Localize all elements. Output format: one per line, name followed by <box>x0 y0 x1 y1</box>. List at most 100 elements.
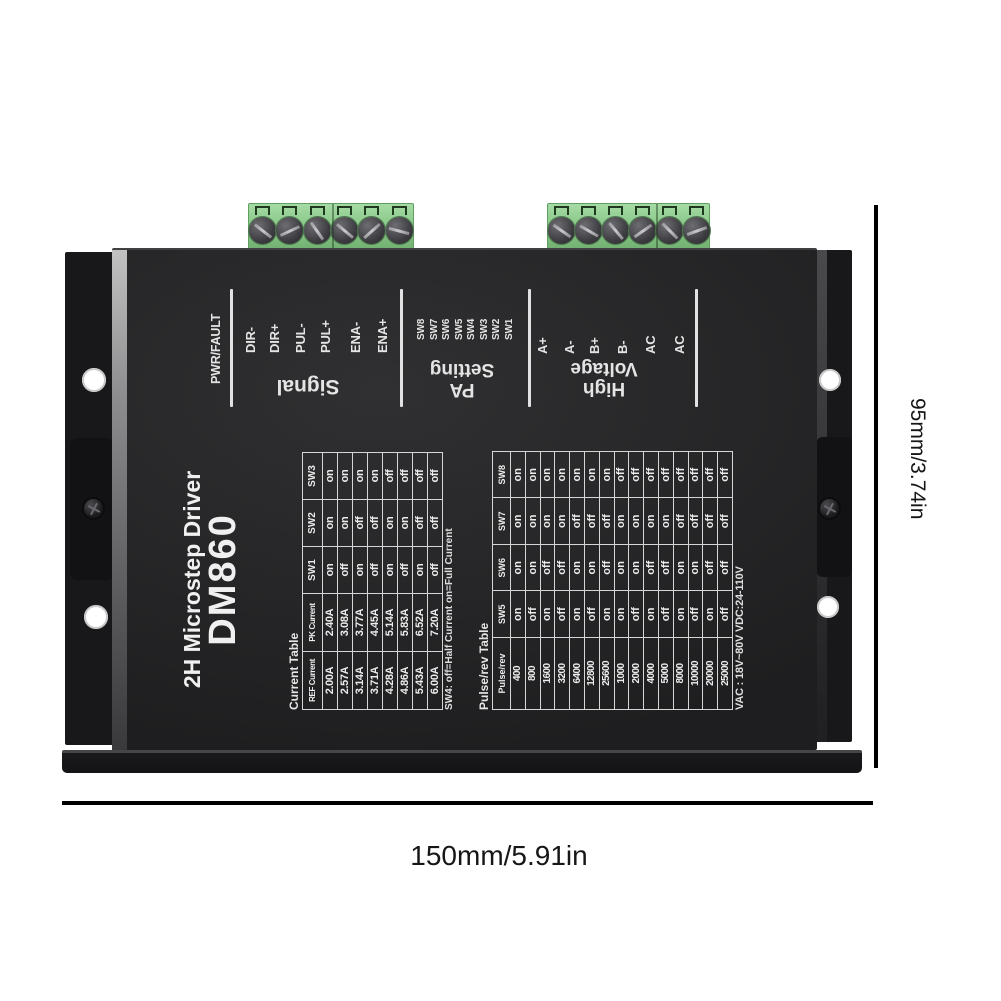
table-cell: on <box>540 498 555 545</box>
table-cell: 7.20A <box>427 593 443 652</box>
screw-slot <box>607 221 624 240</box>
terminal-position <box>656 204 683 248</box>
table-cell: on <box>322 499 338 547</box>
pin-label-ena: ENA+ <box>374 318 390 353</box>
pulse-rev-table-title: Pulse/rev Table <box>477 622 491 710</box>
table-cell: 2.40A <box>322 593 338 652</box>
table-cell: on <box>337 499 353 547</box>
table-cell: off <box>614 451 629 498</box>
table-cell: off <box>584 591 600 638</box>
table-cell: off <box>427 546 443 594</box>
mounting-hole-bottom-right <box>817 596 839 618</box>
table-cell: 4000 <box>643 637 659 710</box>
current-table-note: SW4: off=Half Current on=Full Current <box>444 528 455 710</box>
table-cell: on <box>643 591 659 638</box>
terminal-position <box>602 204 629 248</box>
product-title: 2H Microstep Driver <box>179 470 205 689</box>
table-cell: off <box>525 591 541 638</box>
table-cell: 20000 <box>702 637 718 710</box>
table-cell: on <box>628 544 644 591</box>
table-cell: 400 <box>510 637 526 710</box>
table-cell: off <box>367 546 383 594</box>
table-cell: on <box>367 452 383 500</box>
terminal-block-power <box>547 203 710 249</box>
table-cell: on <box>554 498 570 545</box>
wire-clamp-slot <box>581 206 596 215</box>
wire-clamp-slot <box>608 206 623 215</box>
section-divider <box>528 289 531 407</box>
pin-label-a: A+ <box>534 337 550 354</box>
case-edge-highlight <box>112 250 127 750</box>
screw-slot <box>552 223 571 238</box>
signal-section-title: Signal <box>276 375 340 398</box>
table-cell: 6.52A <box>412 593 428 652</box>
screw-slot <box>363 222 381 239</box>
wire-clamp-slot <box>337 206 353 215</box>
table-cell: off <box>643 544 659 591</box>
pin-label-dir: DIR+ <box>266 323 282 353</box>
table-cell: on <box>569 451 585 498</box>
wire-clamp-slot <box>554 206 569 215</box>
pin-label-sw3: SW3 <box>478 318 490 340</box>
table-cell: off <box>337 546 353 594</box>
mounting-hole-top-left <box>82 368 106 392</box>
voltage-rating-note: VAC : 18V~80V VDC:24-110V <box>733 566 746 710</box>
table-cell: off <box>717 591 733 638</box>
pa-setting-title-line1: PA <box>449 379 475 400</box>
table-cell: on <box>510 451 526 498</box>
table-cell: 3200 <box>554 637 570 710</box>
table-cell: on <box>614 591 629 638</box>
current-table-title: Current Table <box>287 632 301 710</box>
table-cell: 5000 <box>658 637 674 710</box>
pin-label-sw1: SW1 <box>503 318 515 340</box>
table-cell: 5.43A <box>412 651 428 710</box>
table-cell: 4.45A <box>367 593 383 652</box>
model-name-block: 2H Microstep Driver DM860 <box>179 457 244 702</box>
wire-clamp-slot <box>255 206 271 215</box>
table-cell: on <box>510 498 526 545</box>
terminal-position <box>358 204 386 248</box>
pin-label-sw2: SW2 <box>491 318 502 340</box>
table-header: SW8 <box>492 451 511 498</box>
mounting-hole-top-right <box>819 369 841 391</box>
pin-label-sw7: SW7 <box>428 318 440 340</box>
table-cell: off <box>382 452 398 500</box>
table-cell: 6.00A <box>427 651 443 710</box>
wire-clamp-slot <box>662 206 677 215</box>
pin-label-sw5: SW5 <box>453 318 465 340</box>
table-cell: on <box>614 498 629 545</box>
table-cell: on <box>540 591 555 638</box>
terminal-screw <box>656 217 683 244</box>
table-cell: 3.08A <box>337 593 353 652</box>
pin-label-b: B+ <box>586 337 602 354</box>
high-voltage-title-line2: Voltage <box>570 358 638 379</box>
table-cell: on <box>510 544 526 591</box>
table-cell: on <box>412 546 428 594</box>
terminal-screw <box>683 217 710 244</box>
table-cell: off <box>688 591 703 638</box>
table-cell: 4.28A <box>382 651 398 710</box>
width-dimension-line <box>62 801 873 805</box>
terminal-screw <box>385 217 413 244</box>
table-cell: on <box>382 546 398 594</box>
terminal-screw <box>331 217 359 244</box>
pin-label-a: A- <box>561 340 577 354</box>
terminal-screw <box>276 217 304 244</box>
table-cell: on <box>525 544 541 591</box>
table-cell: on <box>688 544 703 591</box>
